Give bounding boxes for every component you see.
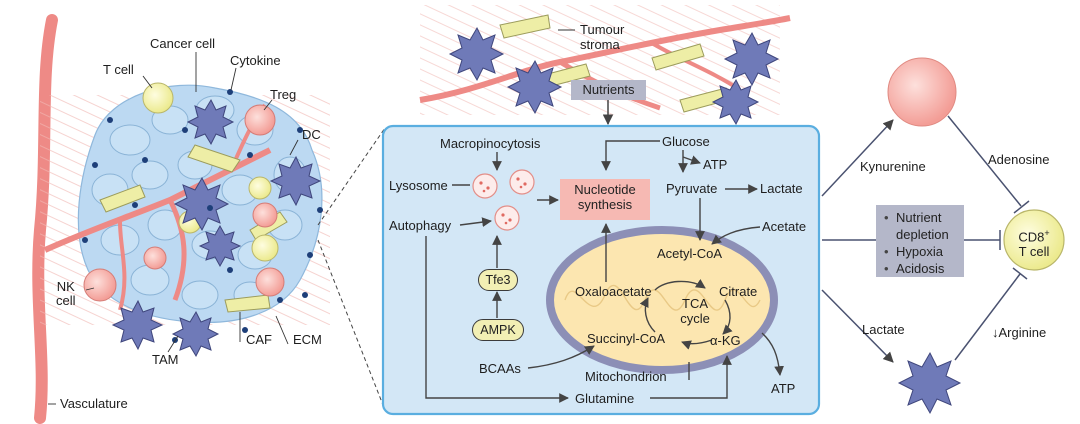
label-stroma-line2: stroma — [580, 37, 620, 52]
label-macropinocytosis: Macropinocytosis — [440, 136, 541, 151]
label-caf: CAF — [246, 332, 272, 347]
label-t-cell: T cell — [103, 62, 134, 77]
zoom-line-top — [317, 127, 386, 226]
label-autophagy: Autophagy — [389, 218, 452, 233]
label-nk-cell: NK cell — [56, 280, 76, 308]
label-tumour-stroma: Tumour stroma — [580, 22, 624, 52]
nutrient-item-3: Hypoxia — [896, 244, 943, 259]
nucleotide-synthesis-box: Nucleotide synthesis — [560, 179, 650, 220]
tcell-cd8: CD8 — [1018, 229, 1045, 245]
label-acetyl-coa: Acetyl-CoA — [657, 246, 723, 261]
hypoxia-item: Hypoxia — [884, 243, 956, 260]
label-cytokine: Cytokine — [230, 53, 281, 68]
lysosomes — [472, 169, 535, 231]
label-bcaas: BCAAs — [479, 361, 521, 376]
tca-line1: TCA — [682, 296, 708, 311]
label-lactate-panel: Lactate — [760, 181, 803, 196]
tca-line2: cycle — [680, 311, 710, 326]
tcell-line2: T cell — [1018, 244, 1050, 260]
label-atp-bottom: ATP — [771, 381, 796, 396]
nutrients-box: Nutrients — [571, 80, 646, 100]
label-vasculature: Vasculature — [60, 396, 128, 411]
effect-arrows — [821, 115, 1030, 363]
nucleotide-line2: synthesis — [577, 197, 633, 212]
stroma-illustration — [419, 5, 791, 126]
pathway-arrows — [425, 140, 784, 403]
label-oxaloacetate: Oxaloacetate — [575, 284, 652, 299]
label-lactate-right: Lactate — [862, 322, 905, 337]
nutrients-label: Nutrients — [582, 82, 635, 97]
tcell-sup: + — [1044, 228, 1050, 238]
label-akg: α-KG — [710, 333, 741, 348]
tumour-illustration — [32, 14, 330, 424]
cd8-tcell — [1003, 209, 1065, 271]
nutrient-item-4: Acidosis — [896, 261, 945, 276]
label-nk-line1: NK — [56, 279, 75, 294]
nucleotide-line1: Nucleotide — [574, 182, 636, 197]
label-dc: DC — [302, 127, 321, 142]
label-lysosome: Lysosome — [389, 178, 448, 193]
nutrient-conditions-box: Nutrient depletion Hypoxia Acidosis — [876, 205, 964, 277]
label-glutamine: Glutamine — [575, 391, 635, 406]
label-stroma-line1: Tumour — [580, 22, 625, 37]
acidosis-item: Acidosis — [884, 260, 956, 277]
label-citrate: Citrate — [719, 284, 758, 299]
label-adenosine: Adenosine — [988, 152, 1050, 167]
nutrient-item-2: depletion — [896, 227, 949, 242]
label-acetate: Acetate — [762, 219, 807, 234]
label-pyruvate: Pyruvate — [666, 181, 718, 196]
zoom-line-bottom — [317, 239, 386, 411]
tfe3-label: Tfe3 — [485, 273, 511, 287]
label-nk-line2: cell — [56, 293, 76, 308]
label-succinyl-coa: Succinyl-CoA — [587, 331, 666, 346]
tam-cell — [897, 351, 962, 415]
cd8-tcell-label: CD8+ T cell — [1004, 226, 1064, 259]
label-arginine: ↓Arginine — [992, 325, 1047, 340]
label-atp-top: ATP — [703, 157, 728, 172]
label-glucose: Glucose — [662, 134, 710, 149]
label-ecm: ECM — [293, 332, 322, 347]
label-cancer-cell: Cancer cell — [150, 36, 216, 51]
ampk-pill: AMPK — [472, 319, 524, 341]
label-mitochondrion: Mitochondrion — [585, 369, 667, 384]
treg-cell — [887, 57, 957, 127]
label-tca-cycle: TCA cycle — [675, 296, 715, 326]
ampk-label: AMPK — [480, 323, 516, 337]
label-tam: TAM — [152, 352, 179, 367]
tfe3-pill: Tfe3 — [478, 269, 518, 291]
effects-illustration — [887, 57, 1065, 415]
label-treg: Treg — [270, 87, 297, 102]
label-kynurenine: Kynurenine — [860, 159, 926, 174]
nutrient-item-1: Nutrient — [896, 210, 942, 225]
nutrient-depletion-item: Nutrient depletion — [884, 209, 956, 243]
